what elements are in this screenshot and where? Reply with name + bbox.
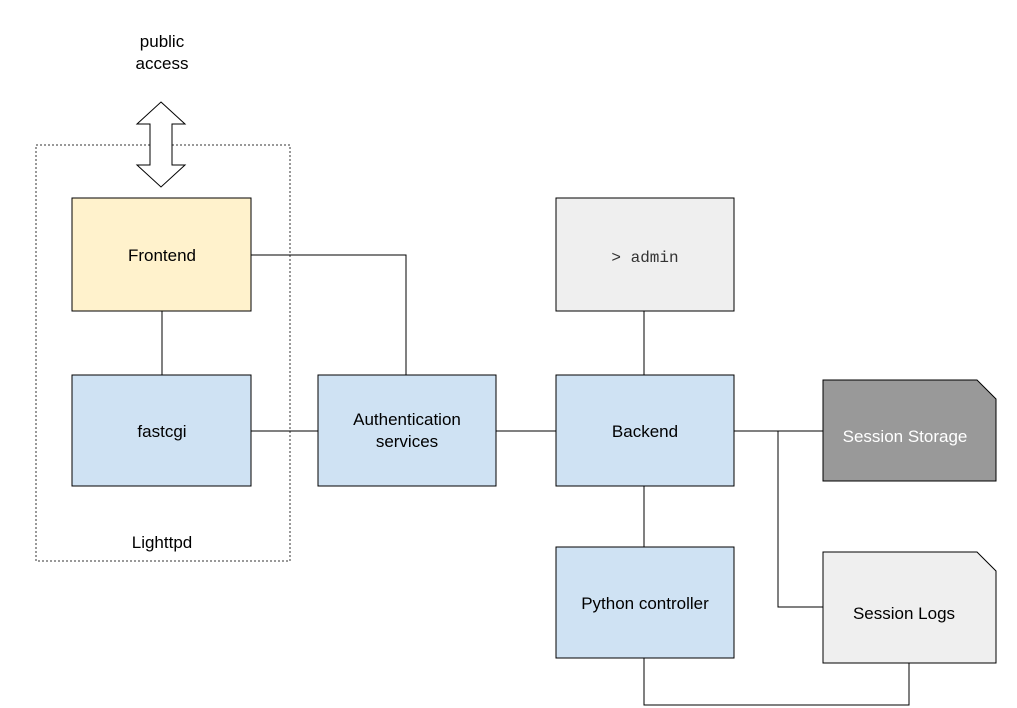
session-logs-label: Session Logs xyxy=(853,604,955,623)
double-arrow-icon xyxy=(135,101,187,188)
public-access-label-line2: access xyxy=(136,54,189,73)
python-controller-node: Python controller xyxy=(555,546,735,659)
backend-node: Backend xyxy=(555,374,735,487)
public-access-label-line1: public xyxy=(140,32,185,51)
frontend-auth-link xyxy=(251,254,407,375)
backend-logs-link xyxy=(777,431,823,608)
frontend-node: Frontend xyxy=(71,197,252,312)
fastcgi-label: fastcgi xyxy=(137,422,186,441)
auth-services-node: Authentication services xyxy=(317,374,497,487)
lighttpd-container xyxy=(35,144,291,562)
python-controller-label: Python controller xyxy=(581,594,709,613)
session-storage-node: Session Storage xyxy=(822,379,997,482)
frontend-label: Frontend xyxy=(128,246,196,265)
admin-label: > admin xyxy=(611,249,678,267)
session-logs-node: Session Logs xyxy=(822,551,997,664)
auth-label-line1: Authentication xyxy=(353,410,461,429)
admin-node: > admin xyxy=(555,197,735,312)
session-storage-label: Session Storage xyxy=(843,427,968,446)
fastcgi-node: fastcgi xyxy=(71,374,252,487)
backend-label: Backend xyxy=(612,422,678,441)
connectors xyxy=(161,254,910,706)
auth-label-line2: services xyxy=(376,432,438,451)
lighttpd-label: Lighttpd xyxy=(132,533,193,552)
python-logs-link xyxy=(643,658,910,706)
